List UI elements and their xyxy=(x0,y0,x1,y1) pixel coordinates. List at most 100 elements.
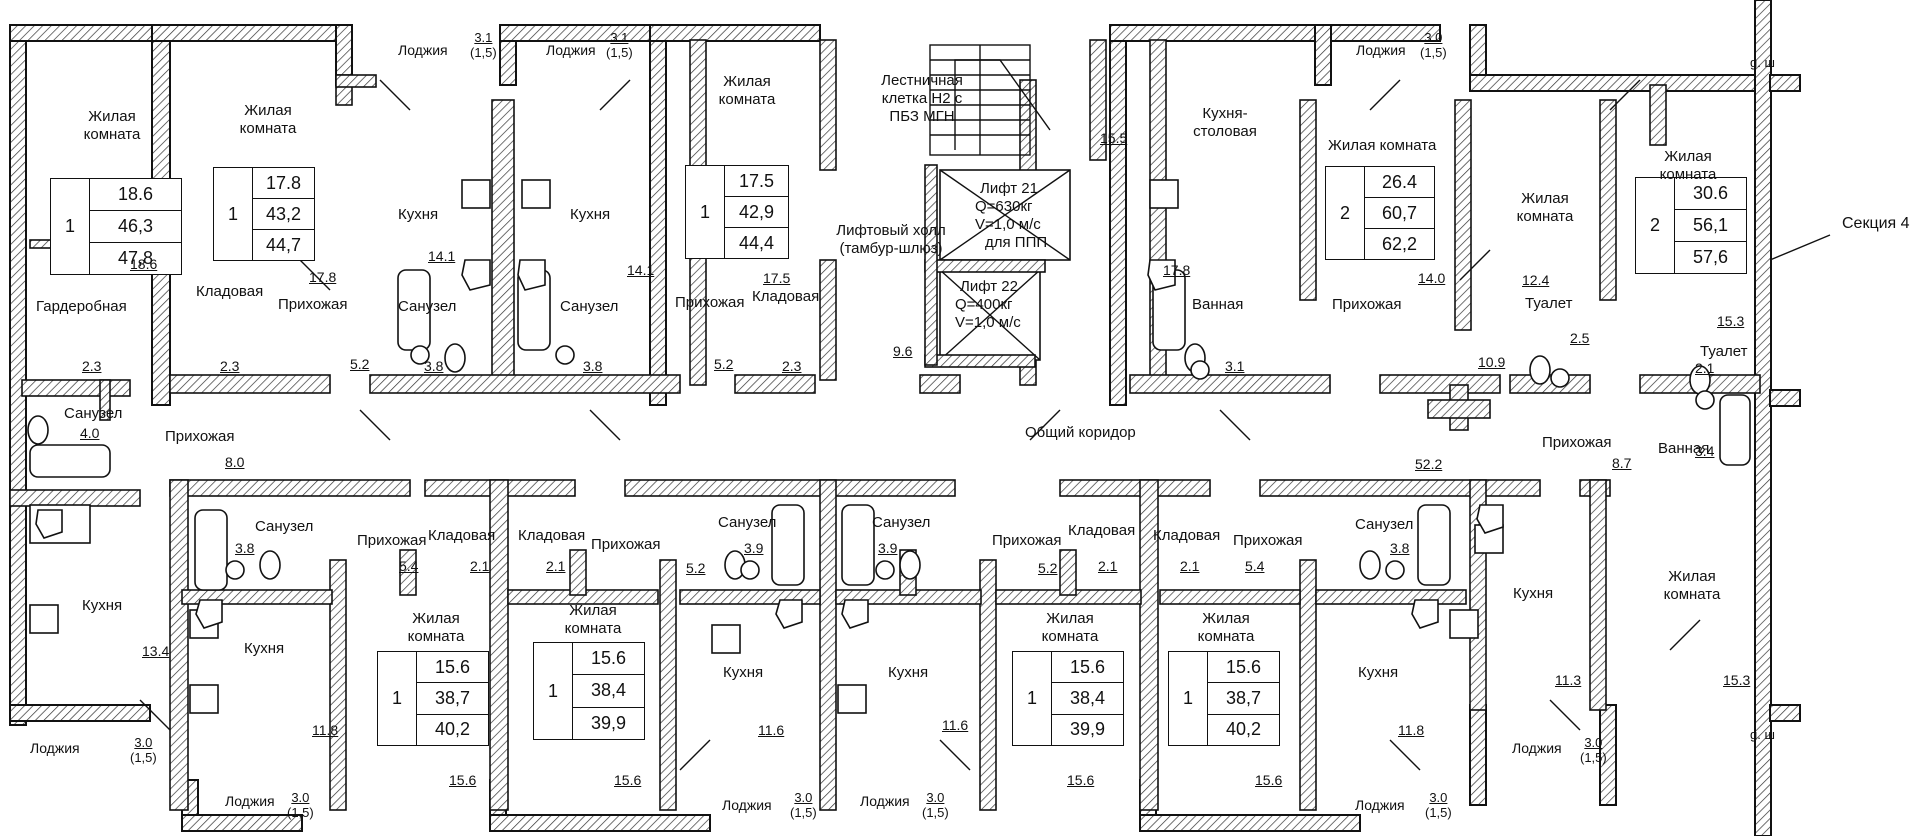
loggia-area: 3.0(1,5) xyxy=(1420,30,1447,60)
room-label: Прихожая xyxy=(1233,532,1303,549)
room-area: 17.8 xyxy=(1163,262,1191,278)
section-label: Секция 4 xyxy=(1842,215,1910,232)
loggia-area: 3.0(1,5) xyxy=(790,790,817,820)
room-area: 2.1 xyxy=(470,558,490,574)
room-label: Жилая комната xyxy=(83,108,141,143)
room-label: Жилая комната xyxy=(718,73,776,108)
room-label: Жилая комната xyxy=(1328,137,1437,154)
room-label: Санузел xyxy=(1355,516,1414,533)
room-area: 14.1 xyxy=(627,262,655,278)
loggia-label: Лоджия xyxy=(30,740,80,756)
room-label: Жилая комната xyxy=(1041,610,1099,645)
bath-fixtures xyxy=(27,269,1751,591)
loggia-label: Лоджия xyxy=(1356,42,1406,58)
loggia-area: 3.0(1,5) xyxy=(1425,790,1452,820)
lift2-line2: Q=400кг xyxy=(955,296,1013,313)
loggia-area: 3.0(1,5) xyxy=(922,790,949,820)
room-area: 2.5 xyxy=(1570,330,1590,346)
room-area: 3.8 xyxy=(583,358,603,374)
kitchen-fixtures xyxy=(29,179,1504,714)
room-label: Санузел xyxy=(872,514,931,531)
room-label: Прихожая xyxy=(278,296,348,313)
room-label: Кладовая xyxy=(518,527,586,544)
corridor-area: 52.2 xyxy=(1415,456,1443,472)
axis-label-bottom: g. ш xyxy=(1750,727,1775,742)
room-area: 11.8 xyxy=(312,722,339,738)
room-label: Прихожая xyxy=(1332,296,1402,313)
room-label: Кладовая xyxy=(752,288,820,305)
room-area: 4.0 xyxy=(80,425,100,441)
room-area: 18.6 xyxy=(130,256,158,272)
room-area: 2.3 xyxy=(220,358,240,374)
room-label: Туалет xyxy=(1700,343,1748,360)
loggia-label: Лоджия xyxy=(722,797,772,813)
room-area: 3.9 xyxy=(878,540,898,556)
room-label: Жилая комната xyxy=(1197,610,1255,645)
loggia-area: 3.1(1,5) xyxy=(470,30,497,60)
loggia-area: 3.0(1,5) xyxy=(1580,735,1607,765)
loggia-area: 3.0(1,5) xyxy=(287,790,314,820)
room-area: 15.3 xyxy=(1723,672,1751,688)
room-label: Жилая комната xyxy=(1516,190,1574,225)
room-area: 3.9 xyxy=(744,540,764,556)
lift1-line3: V=1,0 м/с xyxy=(975,216,1041,233)
room-label: Жилая комната xyxy=(407,610,465,645)
room-area: 5.2 xyxy=(714,356,734,372)
room-label: Кухня xyxy=(244,640,285,657)
room-label: Кладовая xyxy=(1153,527,1221,544)
loggia-label: Лоджия xyxy=(225,793,275,809)
loggia-label: Лоджия xyxy=(1355,797,1405,813)
room-label: Гардеробная xyxy=(36,298,127,315)
room-area: 11.8 xyxy=(1398,722,1425,738)
lift1-line2: Q=630кг xyxy=(975,198,1033,215)
door-swings xyxy=(139,79,1831,771)
stair-core xyxy=(929,44,1051,156)
room-area: 15.6 xyxy=(614,772,642,788)
room-area: 2.1 xyxy=(1180,558,1200,574)
interior-walls-upper xyxy=(21,39,1761,431)
room-label: Кухня xyxy=(723,664,764,681)
room-label: Прихожая xyxy=(165,428,235,445)
room-area: 2.3 xyxy=(782,358,802,374)
room-area: 5.2 xyxy=(1038,560,1058,576)
room-label: Жилая комната xyxy=(239,102,297,137)
room-label: Прихожая xyxy=(1542,434,1612,451)
loggia-label: Лоджия xyxy=(860,793,910,809)
axis-label-top: g. ш xyxy=(1750,55,1775,70)
room-label: Прихожая xyxy=(357,532,427,549)
room-area: 3.8 xyxy=(424,358,444,374)
room-area: 5.2 xyxy=(350,356,370,372)
room-area: 2.1 xyxy=(1098,558,1118,574)
room-area: 3.4 xyxy=(1695,443,1715,459)
room-label: Ванная xyxy=(1658,440,1710,457)
room-label: Кладовая xyxy=(428,527,496,544)
lift-shafts xyxy=(924,164,1071,368)
room-area: 2.1 xyxy=(546,558,566,574)
room-area: 15.6 xyxy=(1255,772,1283,788)
room-area: 5.4 xyxy=(1245,558,1265,574)
room-label: Прихожая xyxy=(591,536,661,553)
interior-walls-lower xyxy=(9,479,1611,811)
room-area: 2.3 xyxy=(82,358,102,374)
room-area: 11.3 xyxy=(1555,672,1582,688)
room-area: 15.6 xyxy=(449,772,477,788)
room-label: Кухня xyxy=(1358,664,1399,681)
room-area: 15.6 xyxy=(1067,772,1095,788)
room-area: 15.3 xyxy=(1717,313,1745,329)
room-area: 3.1 xyxy=(1225,358,1245,374)
corridor-label: Общий коридор xyxy=(1025,424,1136,441)
room-label: Санузел xyxy=(255,518,314,535)
room-area: 11.6 xyxy=(942,717,969,733)
room-label: Кухня xyxy=(398,206,439,223)
outer-walls xyxy=(9,0,1801,836)
room-area: 10.9 xyxy=(1478,354,1506,370)
room-label: Прихожая xyxy=(675,294,745,311)
room-label: Кладовая xyxy=(1068,522,1136,539)
